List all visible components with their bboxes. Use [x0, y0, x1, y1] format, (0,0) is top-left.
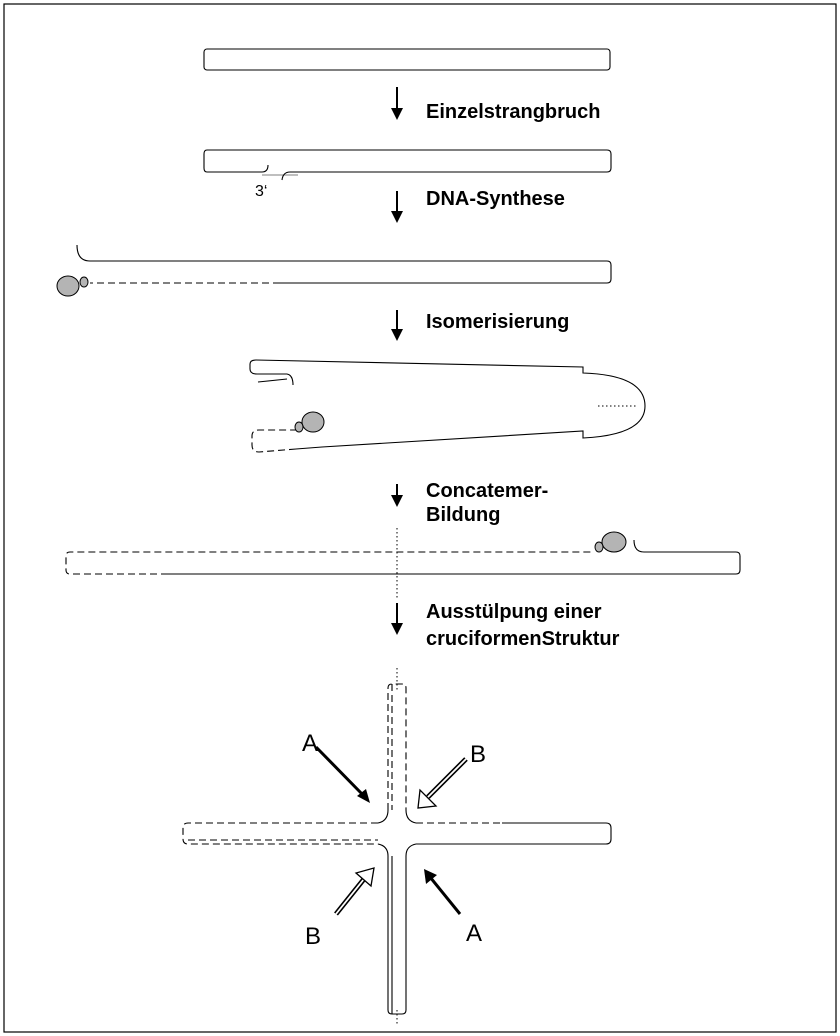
three-prime-end-label: 3‘ — [255, 183, 267, 200]
site-label-a-lower: A — [466, 920, 482, 947]
step-label-concatemer-line1: Concatemer- — [426, 480, 548, 502]
step-label-einzelstrangbruch: Einzelstrangbruch — [426, 101, 600, 123]
step-arrow-3 — [391, 310, 403, 341]
cleavage-arrow-b-lower — [334, 867, 375, 916]
protein-large — [56, 275, 80, 297]
concatemer-molecule — [65, 528, 741, 598]
intact-dna-molecule — [203, 48, 611, 71]
protein-small — [294, 421, 304, 433]
step-arrow-2 — [391, 191, 403, 223]
step-arrow-4 — [391, 484, 403, 507]
step-label-concatemer-line2: Bildung — [426, 504, 500, 526]
cleavage-arrow-b-upper — [417, 757, 468, 809]
protein-small — [79, 276, 89, 288]
nicked-dna-molecule — [203, 149, 612, 181]
step-label-isomerisierung: Isomerisierung — [426, 311, 569, 333]
step-label-ausstuelpung-line1: Ausstülpung einer — [426, 601, 602, 623]
step-label-ausstuelpung-line2: cruciformenStruktur — [426, 628, 620, 650]
cruciform-structure — [182, 668, 612, 1026]
protein-large — [301, 411, 325, 433]
displaced-strand-molecule — [56, 244, 612, 297]
step-label-dna-synthese: DNA-Synthese — [426, 188, 565, 210]
hairpin-molecule — [249, 359, 646, 453]
diagram-frame — [3, 3, 837, 1033]
site-label-b-lower: B — [305, 923, 321, 950]
step-arrow-1 — [391, 87, 403, 120]
cleavage-arrow-a-upper — [314, 745, 370, 803]
cleavage-arrow-a-lower — [424, 869, 462, 915]
site-label-b-upper: B — [470, 741, 486, 768]
step-arrow-5 — [391, 603, 403, 635]
protein-small — [594, 541, 604, 553]
protein-large — [601, 531, 627, 553]
site-label-a-upper: A — [302, 730, 318, 757]
